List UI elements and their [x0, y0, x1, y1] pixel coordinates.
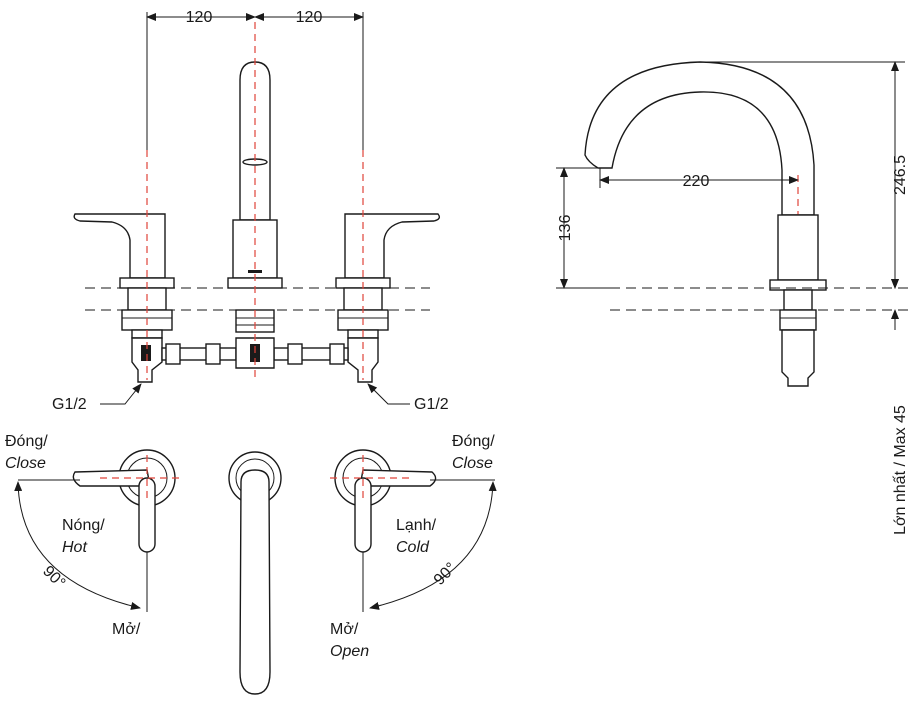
right-open-vi: Mở/: [330, 621, 359, 638]
left-close-vi: Đóng/: [5, 433, 48, 450]
top-view: 90° Đóng/ Close Nóng/ Hot Mở/ 90° Đóng/ …: [5, 433, 497, 695]
left-rotation-arc: [14, 481, 141, 610]
left-open-vi: Mở/: [112, 621, 141, 638]
spacing-right-label: 120: [296, 9, 323, 26]
right-cold-vi: Lạnh/: [396, 517, 437, 534]
right-close-en: Close: [452, 455, 493, 472]
left-hot-vi: Nóng/: [62, 517, 105, 534]
reach-label: 220: [683, 173, 710, 190]
left-handle-top: [72, 449, 180, 553]
spacing-left-label: 120: [186, 9, 213, 26]
left-close-en: Close: [5, 455, 46, 472]
left-connection-leader: [100, 383, 142, 405]
spout-top: [228, 451, 282, 695]
right-handle-top: [330, 449, 437, 553]
max-thickness-label: Lớn nhất / Max 45: [892, 405, 909, 535]
right-open-en: Open: [330, 643, 369, 660]
right-connection-leader: [367, 383, 410, 405]
left-connection-label: G1/2: [52, 396, 87, 413]
left-hot-en: Hot: [62, 539, 87, 556]
side-view: 220 136 246.5 Lớn nhất / Max 45: [556, 61, 910, 535]
side-spout-arc: [584, 61, 815, 216]
spacing-dimension: 120 120: [146, 9, 364, 150]
left-angle-label: 90°: [39, 563, 68, 592]
right-close-vi: Đóng/: [452, 433, 495, 450]
front-view: 120 120: [52, 9, 449, 413]
right-rotation-arc: [369, 481, 497, 610]
right-angle-label: 90°: [431, 560, 460, 589]
left-valve: [73, 213, 175, 383]
total-height-label: 246.5: [892, 155, 909, 195]
right-cold-en: Cold: [396, 539, 430, 556]
spout-height-label: 136: [557, 215, 574, 242]
right-connection-label: G1/2: [414, 396, 449, 413]
right-valve: [335, 213, 441, 383]
